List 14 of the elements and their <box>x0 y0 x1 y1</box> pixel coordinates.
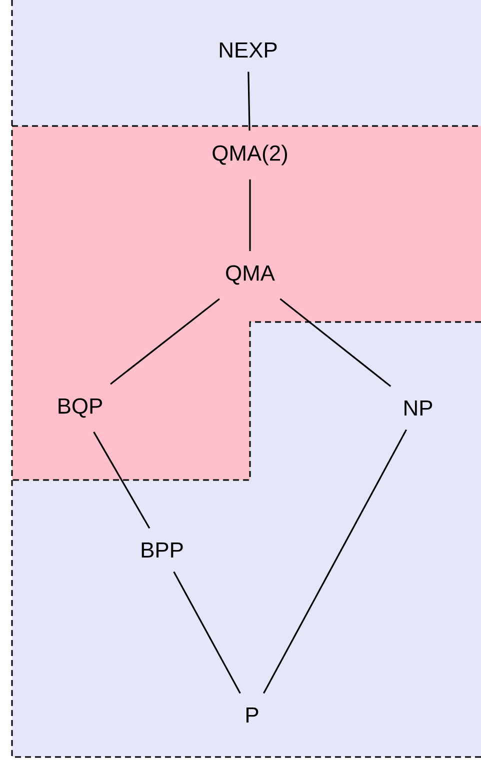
connector-line <box>93 432 150 529</box>
connector-line <box>280 298 392 387</box>
class-label: NEXP <box>220 42 277 58</box>
class-label: P <box>246 707 258 723</box>
class-label: BQP <box>58 398 102 418</box>
class-label: NP <box>404 400 432 416</box>
connector-line <box>248 72 250 131</box>
connector-line <box>249 179 251 252</box>
connector-line <box>263 429 407 694</box>
class-label: QMA <box>226 265 275 285</box>
class-label: BPP <box>142 542 183 558</box>
connector-line <box>173 571 241 694</box>
connector-line <box>110 298 220 385</box>
class-label: QMA(2) <box>212 144 287 166</box>
